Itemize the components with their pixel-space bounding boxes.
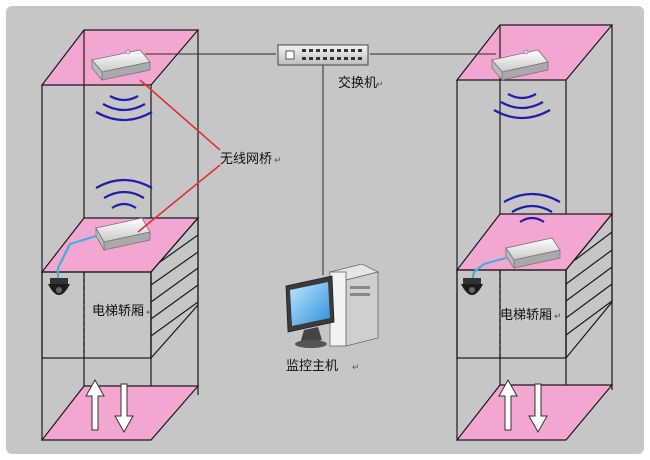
label-mark: ↵ xyxy=(274,156,282,166)
up-arrow-icon xyxy=(85,378,105,431)
down-arrow-icon xyxy=(114,383,134,434)
left-car-side xyxy=(150,216,199,360)
left-car-label: 电梯轿厢 xyxy=(92,304,144,319)
label-mark: ↵ xyxy=(146,308,154,318)
down-arrow-icon xyxy=(528,383,548,434)
dome-camera-icon xyxy=(48,278,70,295)
right-car-side xyxy=(565,212,613,360)
left-car-hatch xyxy=(150,234,199,337)
computer-monitor-icon xyxy=(285,275,335,348)
label-mark: ↵ xyxy=(376,80,384,90)
right-elevator-shaft xyxy=(455,24,614,441)
wireless-bridge-icon xyxy=(505,237,561,270)
right-car-label: 电梯轿厢 xyxy=(500,308,552,323)
network-switch-icon xyxy=(277,44,369,66)
label-mark: ↵ xyxy=(554,312,562,322)
wireless-bridge-icon xyxy=(491,49,549,82)
left-bottom-floor xyxy=(40,385,200,441)
right-car-hatch xyxy=(565,231,613,336)
pc-tower-icon xyxy=(328,263,380,347)
switch-label: 交换机 xyxy=(338,75,377,91)
label-mark: ↵ xyxy=(352,363,360,373)
monitor-host-label: 监控主机 xyxy=(286,359,338,374)
bridge-link-line xyxy=(137,164,221,233)
wifi-wave-icon xyxy=(493,93,551,120)
wifi-wave-icon xyxy=(503,192,561,223)
up-arrow-icon xyxy=(498,378,518,431)
wireless-bridge-icon xyxy=(95,217,151,252)
wifi-wave-icon xyxy=(95,178,153,209)
camera-cable xyxy=(470,256,507,283)
wireless-bridge-label: 无线网桥 xyxy=(220,152,272,167)
left-elevator-shaft xyxy=(40,29,200,441)
camera-cable xyxy=(56,234,97,282)
dome-camera-icon xyxy=(461,278,483,295)
wireless-bridge-icon xyxy=(91,49,151,82)
wifi-wave-icon xyxy=(95,95,153,122)
bridge-link-line xyxy=(139,79,221,151)
